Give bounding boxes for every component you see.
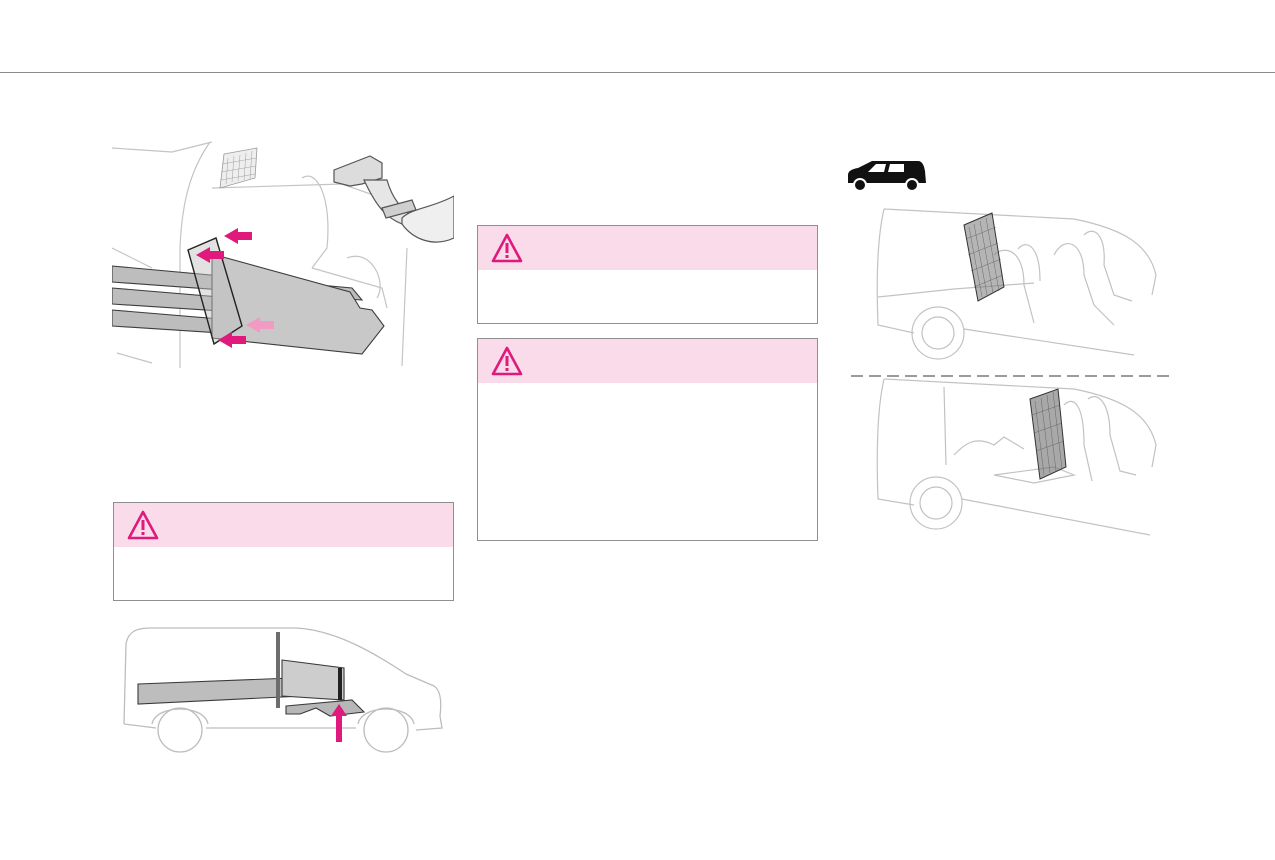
warning-text	[478, 270, 817, 286]
warning-header	[478, 226, 817, 270]
warning-box-3	[113, 502, 454, 601]
page-header-rule	[0, 72, 1275, 73]
warning-box-2	[477, 338, 818, 541]
warning-triangle-icon	[127, 510, 159, 540]
warning-text	[478, 383, 817, 399]
dashed-divider	[851, 365, 1173, 377]
interior-partition-position-2	[874, 375, 1164, 540]
warning-triangle-icon	[491, 346, 523, 376]
warning-box-1	[477, 225, 818, 324]
warning-header	[478, 339, 817, 383]
warning-triangle-icon	[491, 233, 523, 263]
warning-text	[114, 547, 453, 563]
interior-partition-position-1	[874, 205, 1164, 365]
partition-load-illustration	[111, 138, 455, 368]
warning-header	[114, 503, 453, 547]
van-silhouette-icon	[846, 159, 928, 193]
van-side-load-illustration	[116, 624, 446, 760]
